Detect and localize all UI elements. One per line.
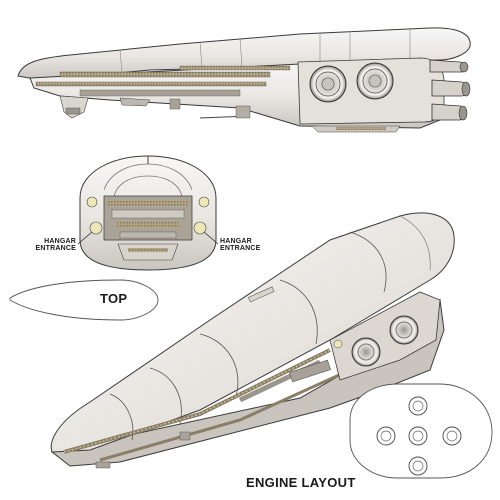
side-view-ship [17, 27, 471, 133]
engine-nozzle-center [408, 426, 428, 446]
front-view-ship [77, 155, 219, 271]
hangar-right-line1: HANGAR [220, 238, 252, 245]
perspective-view-ship [50, 212, 455, 469]
engine-layout-diagram [349, 383, 493, 479]
hangar-left-line1: HANGAR [44, 238, 76, 245]
hangar-right-line2: ENTRANCE [220, 245, 261, 253]
engine-layout-label: ENGINE LAYOUT [246, 475, 356, 490]
engine-nozzle-left [376, 426, 396, 446]
engine-nozzle-top [408, 396, 428, 416]
hangar-left-line2: ENTRANCE [35, 245, 76, 253]
engine-nozzle-right [442, 426, 462, 446]
top-view-label: TOP [100, 291, 128, 306]
hangar-entrance-left-label: HANGAR ENTRANCE [26, 238, 76, 253]
hangar-entrance-right-label: HANGAR ENTRANCE [220, 238, 280, 253]
engine-nozzle-bottom [408, 456, 428, 476]
top-view-outline [9, 279, 159, 321]
